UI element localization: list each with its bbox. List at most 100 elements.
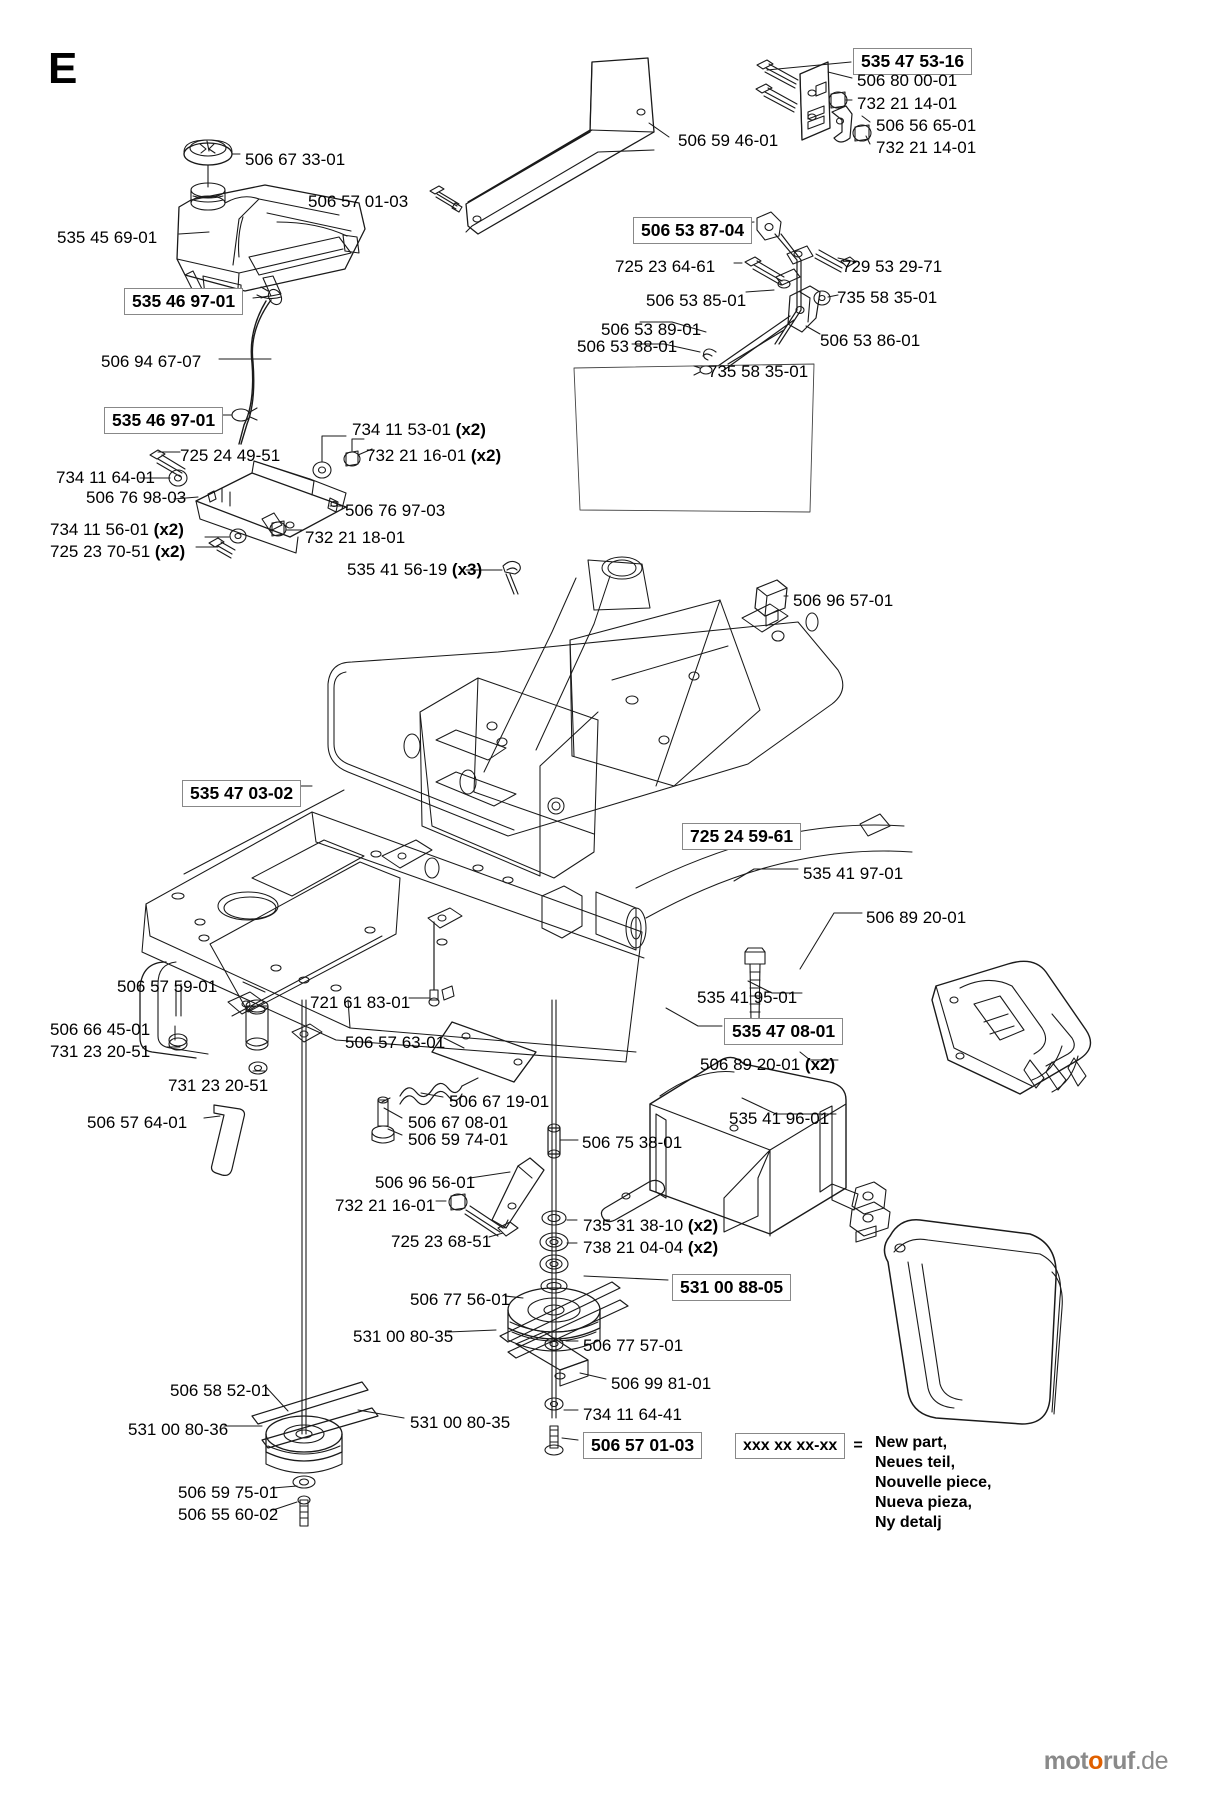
part-number-5067538-01: 506 75 38-01 bbox=[582, 1133, 682, 1152]
arm-506965601 bbox=[448, 1157, 545, 1237]
part-number-text: 535 41 95-01 bbox=[697, 988, 798, 1007]
part-number-5067756-01: 506 77 56-01 bbox=[410, 1290, 510, 1309]
part-number-5065974-01: 506 59 74-01 bbox=[408, 1130, 508, 1149]
legend-equals-sign: = bbox=[853, 1437, 863, 1454]
part-number-text: 535 47 08-01 bbox=[732, 1021, 836, 1041]
part-number-text: 729 53 29-71 bbox=[842, 257, 943, 276]
part-number-5354697-01: 535 46 97-01 bbox=[104, 407, 224, 434]
part-number-5068000-01: 506 80 00-01 bbox=[857, 71, 957, 90]
part-number-text: 535 47 53-16 bbox=[861, 51, 965, 71]
legend-text-lines: New part, Neues teil, Nouvelle piece, Nu… bbox=[875, 1433, 992, 1533]
watermark-text-3: ruf bbox=[1102, 1747, 1135, 1775]
part-number-5065387-04: 506 53 87-04 bbox=[633, 217, 753, 244]
part-number-text: 506 66 45-01 bbox=[50, 1020, 151, 1039]
part-number-text: 535 46 97-01 bbox=[132, 291, 236, 311]
pin-506576401 bbox=[210, 1104, 246, 1176]
part-number-text: 506 76 98-03 bbox=[86, 488, 187, 507]
part-number-5065701-03: 506 57 01-03 bbox=[583, 1432, 703, 1459]
part-number-7382104-04: 738 21 04-04 (x2) bbox=[583, 1238, 718, 1257]
part-number-7355835-01: 735 58 35-01 bbox=[837, 288, 937, 307]
part-number-7252459-61: 725 24 59-61 bbox=[682, 823, 802, 850]
part-number-7353138-10: 735 31 38-10 (x2) bbox=[583, 1216, 718, 1235]
part-quantity: (x2) bbox=[683, 1216, 719, 1235]
part-number-7312320-51: 731 23 20-51 bbox=[168, 1076, 268, 1095]
part-number-5066719-01: 506 67 19-01 bbox=[449, 1092, 549, 1111]
part-number-text: 732 21 14-01 bbox=[876, 138, 977, 157]
part-number-text: 506 75 38-01 bbox=[582, 1133, 683, 1152]
part-number-text: 735 58 35-01 bbox=[837, 288, 938, 307]
part-number-7252449-51: 725 24 49-51 bbox=[180, 446, 280, 465]
part-number-5069981-01: 506 99 81-01 bbox=[611, 1374, 711, 1393]
part-number-7355835-01: 735 58 35-01 bbox=[708, 362, 808, 381]
main-chassis-frame bbox=[141, 556, 913, 1063]
part-number-text: 725 24 49-51 bbox=[180, 446, 281, 465]
part-number-5354196-01: 535 41 96-01 bbox=[729, 1109, 829, 1128]
part-number-5065975-01: 506 59 75-01 bbox=[178, 1483, 278, 1502]
part-number-text: 732 21 18-01 bbox=[305, 528, 406, 547]
part-number-text: 506 57 64-01 bbox=[87, 1113, 188, 1132]
part-number-text: 506 53 86-01 bbox=[820, 331, 921, 350]
part-number-5066733-01: 506 67 33-01 bbox=[245, 150, 345, 169]
part-number-text: 506 58 52-01 bbox=[170, 1381, 271, 1400]
part-number-5354703-02: 535 47 03-02 bbox=[182, 780, 302, 807]
part-number-text: 506 89 20-01 bbox=[866, 908, 967, 927]
part-number-text: 731 23 20-51 bbox=[50, 1042, 151, 1061]
part-number-text: 735 58 35-01 bbox=[708, 362, 809, 381]
part-quantity: (x2) bbox=[150, 542, 186, 561]
part-number-5354708-01: 535 47 08-01 bbox=[724, 1018, 844, 1045]
part-number-text: 506 53 87-04 bbox=[641, 220, 745, 240]
part-quantity: (x2) bbox=[450, 420, 486, 439]
legend-sample-code: xxx xx xx-xx bbox=[735, 1433, 846, 1459]
part-number-text: 734 11 56-01 bbox=[50, 520, 149, 539]
part-number-text: 731 23 20-51 bbox=[168, 1076, 269, 1095]
part-number-text: 506 59 46-01 bbox=[678, 131, 779, 150]
plastic-covers bbox=[883, 960, 1092, 1425]
part-number-text: 531 00 80-35 bbox=[353, 1327, 454, 1346]
part-number-5068920-01: 506 89 20-01 bbox=[866, 908, 966, 927]
part-number-5065560-02: 506 55 60-02 bbox=[178, 1505, 278, 1524]
part-number-7322118-01: 732 21 18-01 bbox=[305, 528, 405, 547]
part-number-text: 506 96 57-01 bbox=[793, 591, 894, 610]
part-number-7252368-51: 725 23 68-51 bbox=[391, 1232, 491, 1251]
part-number-7341156-01: 734 11 56-01 (x2) bbox=[50, 520, 184, 539]
seat-plate bbox=[465, 57, 655, 235]
part-number-5065764-01: 506 57 64-01 bbox=[87, 1113, 187, 1132]
part-number-5310080-35: 531 00 80-35 bbox=[410, 1413, 510, 1432]
part-number-5310080-35: 531 00 80-35 bbox=[353, 1327, 453, 1346]
part-quantity: (x2) bbox=[148, 520, 184, 539]
part-number-text: 506 59 75-01 bbox=[178, 1483, 279, 1502]
part-number-7322116-01: 732 21 16-01 bbox=[335, 1196, 435, 1215]
legend-line-de: Neues teil, bbox=[875, 1454, 956, 1471]
part-number-7322114-01: 732 21 14-01 bbox=[857, 94, 957, 113]
part-number-7322114-01: 732 21 14-01 bbox=[876, 138, 976, 157]
bolt-50657-0103 bbox=[429, 185, 463, 213]
part-number-7295329-71: 729 53 29-71 bbox=[842, 257, 942, 276]
part-number-5354569-01: 535 45 69-01 bbox=[57, 228, 157, 247]
part-number-5067697-03: 506 76 97-03 bbox=[345, 501, 445, 520]
part-number-5310080-36: 531 00 80-36 bbox=[128, 1420, 228, 1439]
rod-721618301 bbox=[428, 921, 440, 1007]
part-number-5065763-01: 506 57 63-01 bbox=[345, 1033, 445, 1052]
part-number-7322116-01: 732 21 16-01 (x2) bbox=[366, 446, 501, 465]
part-number-text: 531 00 88-05 bbox=[680, 1277, 784, 1297]
part-number-5069657-01: 506 96 57-01 bbox=[793, 591, 893, 610]
part-number-7216183-01: 721 61 83-01 bbox=[310, 993, 410, 1012]
part-number-5354156-19: 535 41 56-19 (x3) bbox=[347, 560, 482, 579]
part-number-text: 506 94 67-07 bbox=[101, 352, 202, 371]
block-50696-5701 bbox=[754, 579, 788, 617]
part-number-text: 506 76 97-03 bbox=[345, 501, 446, 520]
part-number-text: 506 57 01-03 bbox=[308, 192, 409, 211]
part-number-5065388-01: 506 53 88-01 bbox=[577, 337, 677, 356]
clip-506892001-x2 bbox=[849, 1201, 891, 1243]
bolt-725245961 bbox=[744, 947, 766, 1021]
part-number-5066645-01: 506 66 45-01 bbox=[50, 1020, 150, 1039]
part-number-5069656-01: 506 96 56-01 bbox=[375, 1173, 475, 1192]
page-section-letter: E bbox=[48, 44, 78, 93]
watermark-text-2: o bbox=[1088, 1747, 1103, 1775]
part-number-text: 734 11 64-01 bbox=[56, 468, 155, 487]
part-number-5065701-03: 506 57 01-03 bbox=[308, 192, 408, 211]
part-number-text: 506 96 56-01 bbox=[375, 1173, 476, 1192]
part-number-5065946-01: 506 59 46-01 bbox=[678, 131, 778, 150]
legend-new-part: xxx xx xx-xx = New part, Neues teil, Nouv… bbox=[735, 1433, 992, 1531]
